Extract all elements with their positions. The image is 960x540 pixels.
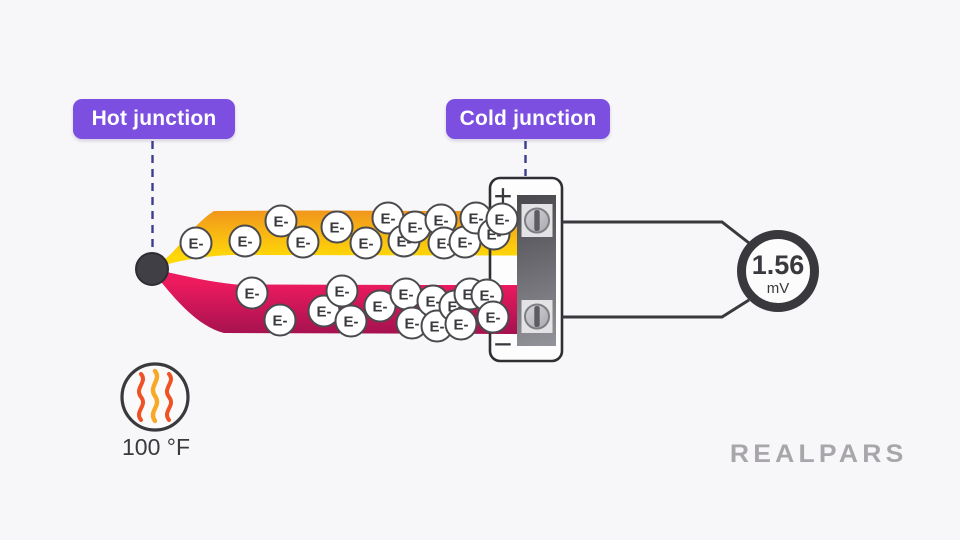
electron: E- — [286, 225, 320, 259]
terminal-minus-sign: − — [494, 326, 513, 362]
svg-text:E-: E- — [458, 235, 473, 252]
electron: E- — [179, 226, 213, 260]
hot-junction-label: Hot junction — [73, 99, 235, 139]
electron: E- — [334, 304, 368, 338]
svg-text:E-: E- — [480, 288, 495, 305]
svg-text:E-: E- — [189, 236, 204, 253]
electron: E- — [476, 300, 510, 334]
cold-junction-label: Cold junction — [446, 99, 610, 139]
svg-text:E-: E- — [469, 211, 484, 228]
svg-text:E-: E- — [373, 299, 388, 316]
screw-terminal-bottom-icon — [521, 300, 553, 333]
svg-text:E-: E- — [381, 211, 396, 228]
svg-text:E-: E- — [335, 284, 350, 301]
svg-text:E-: E- — [408, 220, 423, 237]
screw-terminal-top-icon — [521, 204, 553, 237]
realpars-logo: REALPARS — [729, 440, 908, 468]
svg-text:E-: E- — [434, 213, 449, 230]
svg-text:E-: E- — [454, 317, 469, 334]
electron: E- — [263, 303, 297, 337]
svg-text:E-: E- — [273, 313, 288, 330]
electron: E- — [477, 217, 511, 251]
cold-junction-label-text: Cold junction — [459, 107, 597, 130]
electron: E- — [389, 277, 423, 311]
electron: E- — [325, 274, 359, 308]
hot-junction-label-text: Hot junction — [91, 107, 217, 130]
electrons-layer: E-E-E-E-E-E-E-E-E-E-E-E-E-E-E-E-E-E-E-E-… — [179, 201, 519, 343]
svg-text:E-: E- — [330, 220, 345, 237]
electron: E- — [320, 210, 354, 244]
voltmeter-unit: mV — [767, 280, 790, 297]
svg-text:E-: E- — [274, 214, 289, 231]
svg-text:E-: E- — [430, 319, 445, 336]
meter-lead-top — [562, 220, 750, 245]
hot-junction-dot — [135, 252, 169, 286]
meter-lead-bottom — [562, 298, 750, 319]
voltmeter-value: 1.56 — [752, 250, 805, 280]
electron: E- — [349, 226, 383, 260]
electron: E- — [228, 224, 262, 258]
svg-text:E-: E- — [245, 286, 260, 303]
heat-icon — [120, 362, 190, 432]
electron: E- — [264, 204, 298, 238]
svg-text:E-: E- — [238, 234, 253, 251]
svg-text:E-: E- — [495, 212, 510, 229]
svg-text:E-: E- — [317, 304, 332, 321]
svg-text:E-: E- — [426, 294, 441, 311]
svg-text:E-: E- — [486, 310, 501, 327]
electron: E- — [363, 289, 397, 323]
electron: E- — [235, 276, 269, 310]
temperature-label: 100 °F — [121, 434, 190, 460]
svg-text:E-: E- — [405, 316, 420, 333]
electron: E- — [371, 201, 405, 235]
electron: E- — [444, 307, 478, 341]
voltmeter-dial — [737, 230, 819, 312]
svg-text:E-: E- — [437, 236, 452, 253]
svg-text:E-: E- — [399, 287, 414, 304]
svg-text:E-: E- — [359, 236, 374, 253]
electron: E- — [398, 210, 432, 244]
terminal-block-border — [488, 176, 564, 363]
electron: E- — [485, 202, 519, 236]
svg-text:E-: E- — [296, 235, 311, 252]
svg-text:E-: E- — [344, 314, 359, 331]
